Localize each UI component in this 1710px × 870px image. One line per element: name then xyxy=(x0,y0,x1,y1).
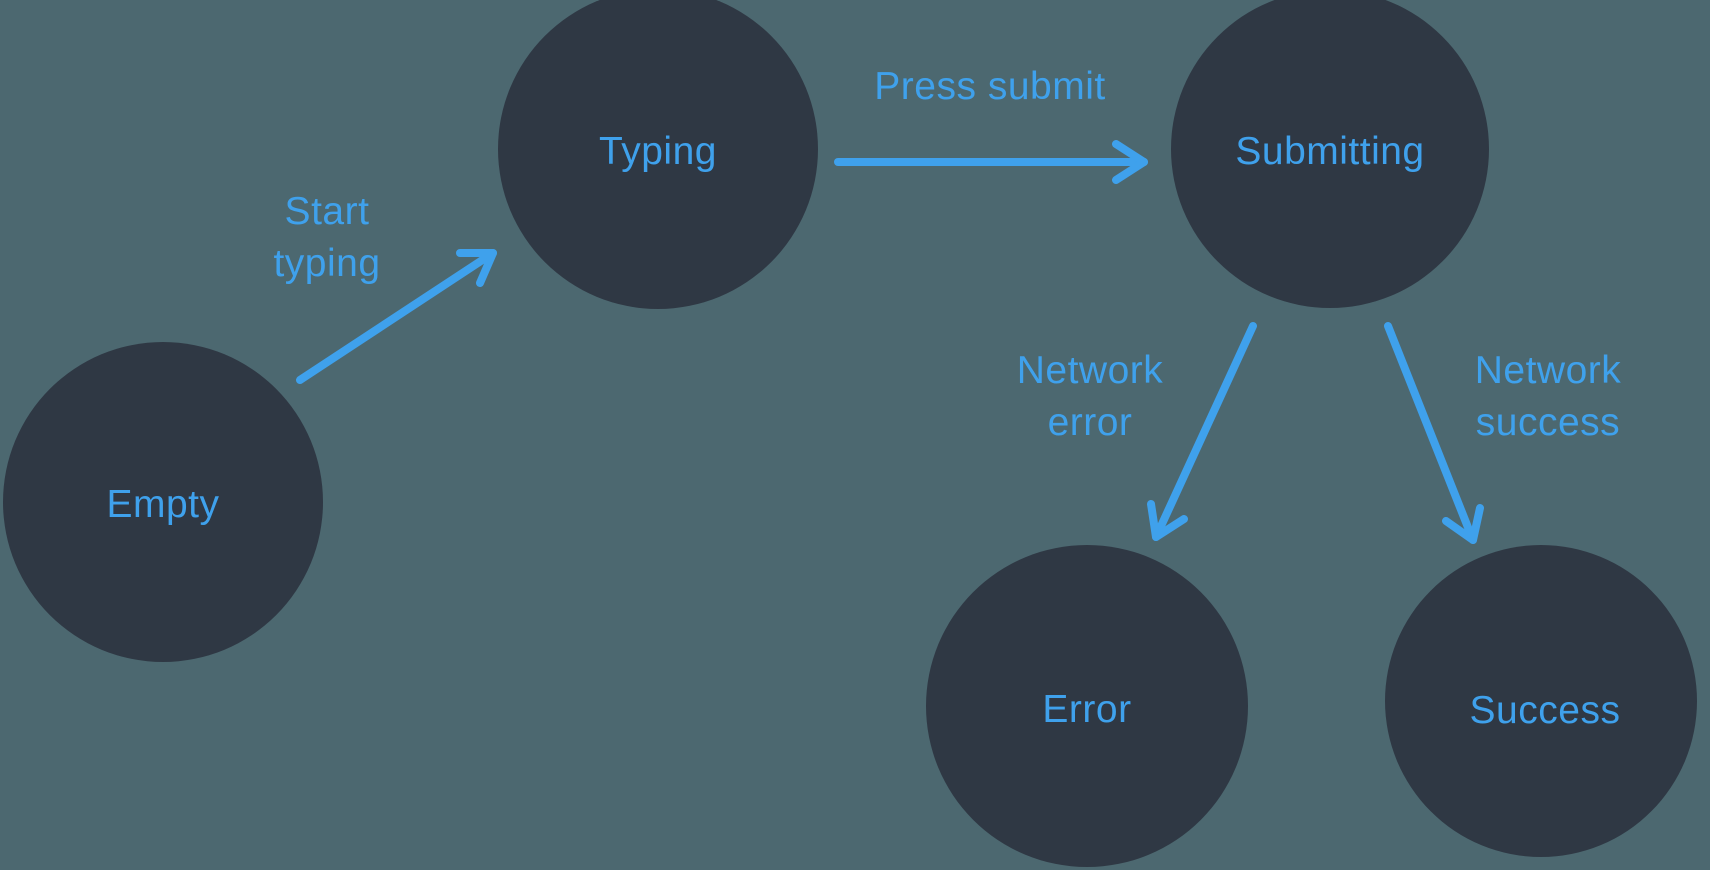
edge-label-network-error: Network error xyxy=(1016,349,1164,444)
arrowhead-icon xyxy=(1442,504,1484,544)
arrowhead-icon xyxy=(456,249,497,287)
state-node-typing xyxy=(498,0,818,309)
node-label-error: Error xyxy=(1042,688,1132,731)
node-label-empty: Empty xyxy=(106,483,220,526)
state-node-error xyxy=(926,545,1248,867)
node-label-success: Success xyxy=(1469,689,1621,732)
transition-arrow-network-error xyxy=(1147,322,1257,541)
edge-label-network-success: Network success xyxy=(1474,349,1622,444)
node-label-submitting: Submitting xyxy=(1235,130,1425,173)
transition-arrow-network-success xyxy=(1384,322,1484,544)
state-node-empty xyxy=(3,342,323,662)
edge-label-start-typing: Start typing xyxy=(273,190,381,285)
arrowhead-icon xyxy=(1147,500,1188,541)
transition-arrow-start-typing xyxy=(296,249,497,384)
node-label-typing: Typing xyxy=(599,130,717,173)
arrowhead-icon xyxy=(1112,140,1148,184)
edge-label-press-submit: Press submit xyxy=(874,65,1106,108)
transition-arrow-press-submit xyxy=(834,140,1148,184)
state-node-submitting xyxy=(1171,0,1489,308)
state-node-success xyxy=(1385,545,1697,857)
